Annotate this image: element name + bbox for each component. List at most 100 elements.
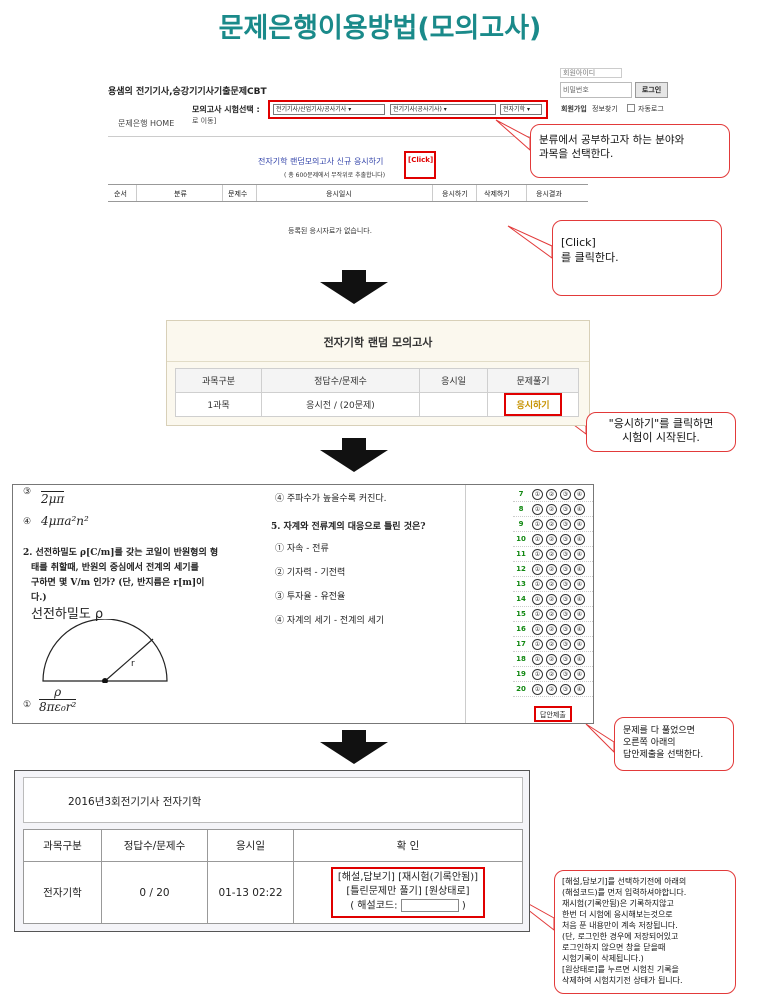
q5-option1[interactable]: ① 자속 - 전류 bbox=[275, 544, 329, 554]
option4-label[interactable]: ④ bbox=[23, 517, 32, 527]
option1-label[interactable]: ① bbox=[23, 700, 32, 710]
answer-choice[interactable]: ④ bbox=[574, 623, 585, 635]
login-button[interactable]: 로그인 bbox=[635, 82, 668, 98]
answer-choice[interactable]: ② bbox=[546, 488, 557, 500]
col-count: 문제수 bbox=[228, 190, 248, 198]
answer-choice[interactable]: ③ bbox=[560, 653, 571, 665]
click-link[interactable]: [Click] bbox=[408, 156, 434, 164]
answer-choice[interactable]: ③ bbox=[560, 488, 571, 500]
answer-choice[interactable]: ① bbox=[532, 668, 543, 680]
answer-choice[interactable]: ① bbox=[532, 503, 543, 515]
answer-choice[interactable]: ① bbox=[532, 533, 543, 545]
answer-choice[interactable]: ③ bbox=[560, 683, 571, 695]
answer-choice[interactable]: ② bbox=[546, 518, 557, 530]
user-id-field[interactable]: 회원아이디 bbox=[560, 68, 622, 78]
answer-choice[interactable]: ④ bbox=[574, 608, 585, 620]
wrong-only-reset-links[interactable]: [틀린문제만 풀기] [원상태로] bbox=[346, 886, 470, 898]
answer-choice[interactable]: ① bbox=[532, 653, 543, 665]
callout-take-exam: "응시하기"를 클릭하면 시험이 시작된다. bbox=[586, 412, 736, 452]
answer-choice[interactable]: ③ bbox=[560, 563, 571, 575]
result-actions: [해설,답보기] [재시험(기록안됨)] [틀린문제만 풀기] [원상태로] (… bbox=[330, 867, 486, 918]
answer-choice[interactable]: ② bbox=[546, 548, 557, 560]
q5-option4[interactable]: ④ 자계의 세기 - 전계의 세기 bbox=[275, 616, 385, 626]
answer-choice[interactable]: ③ bbox=[560, 578, 571, 590]
answer-choice[interactable]: ② bbox=[546, 653, 557, 665]
auto-login-checkbox[interactable] bbox=[627, 104, 635, 112]
answer-choice[interactable]: ② bbox=[546, 683, 557, 695]
category-select[interactable]: 전기기사/산업기사/공사기사 ▾ bbox=[273, 104, 385, 115]
answer-choice[interactable]: ② bbox=[546, 533, 557, 545]
answer-choice[interactable]: ① bbox=[532, 608, 543, 620]
license-select[interactable]: 전기기사(공사기사) ▾ bbox=[390, 104, 496, 115]
answer-choice[interactable]: ② bbox=[546, 503, 557, 515]
answer-choice[interactable]: ④ bbox=[574, 548, 585, 560]
code-label: ( 해설코드: bbox=[350, 900, 398, 912]
option3-label[interactable]: ③ bbox=[23, 487, 32, 497]
answer-choice[interactable]: ③ bbox=[560, 518, 571, 530]
answer-choice[interactable]: ① bbox=[532, 563, 543, 575]
answer-choice[interactable]: ④ bbox=[574, 518, 585, 530]
answer-choice[interactable]: ② bbox=[546, 578, 557, 590]
find-info-link[interactable]: 정보찾기 bbox=[592, 105, 618, 113]
home-link[interactable]: 문제은행 HOME bbox=[118, 119, 175, 128]
figure-label: 선전하밀도 ρ bbox=[31, 607, 104, 622]
answer-choice[interactable]: ④ bbox=[574, 533, 585, 545]
answer-choice[interactable]: ④ bbox=[574, 488, 585, 500]
view-answers-retake-links[interactable]: [해설,답보기] [재시험(기록안됨)] bbox=[337, 872, 479, 884]
answer-number: 7 bbox=[518, 490, 524, 498]
answer-choice[interactable]: ③ bbox=[560, 608, 571, 620]
prev-question-option4[interactable]: ④ 주파수가 높을수록 커진다. bbox=[275, 494, 387, 504]
answer-choice[interactable]: ④ bbox=[574, 503, 585, 515]
answer-choice[interactable]: ④ bbox=[574, 563, 585, 575]
q5-option3[interactable]: ③ 투자율 - 유전율 bbox=[275, 592, 346, 602]
col-date: 응시일 bbox=[207, 829, 294, 862]
take-exam-button[interactable]: 응시하기 bbox=[504, 393, 562, 416]
answer-choice[interactable]: ③ bbox=[560, 503, 571, 515]
answer-choice[interactable]: ① bbox=[532, 623, 543, 635]
answer-choice[interactable]: ③ bbox=[560, 623, 571, 635]
option3-formula: 2μπ bbox=[41, 485, 65, 506]
q5-option2[interactable]: ② 기자력 - 기전력 bbox=[275, 568, 346, 578]
answer-choice[interactable]: ③ bbox=[560, 593, 571, 605]
answer-choice[interactable]: ① bbox=[532, 578, 543, 590]
answer-choice[interactable]: ② bbox=[546, 608, 557, 620]
answer-choice[interactable]: ① bbox=[532, 518, 543, 530]
callout-submit: 문제를 다 풀었으면 오른쪽 아래의 답안제출을 선택한다. bbox=[614, 717, 734, 771]
answer-choice[interactable]: ③ bbox=[560, 548, 571, 560]
answer-choice[interactable]: ② bbox=[546, 563, 557, 575]
join-link[interactable]: 회원가입 bbox=[561, 105, 587, 113]
password-field[interactable]: 비밀번호 bbox=[560, 82, 632, 98]
divider bbox=[108, 136, 588, 137]
answer-choice[interactable]: ① bbox=[532, 638, 543, 650]
answer-choice[interactable]: ④ bbox=[574, 593, 585, 605]
answer-choice[interactable]: ① bbox=[532, 488, 543, 500]
answer-choice[interactable]: ② bbox=[546, 638, 557, 650]
answer-choice[interactable]: ④ bbox=[574, 578, 585, 590]
answer-choice[interactable]: ② bbox=[546, 593, 557, 605]
answer-choice[interactable]: ④ bbox=[574, 668, 585, 680]
semicircle-figure bbox=[42, 619, 168, 683]
answer-choice[interactable]: ② bbox=[546, 668, 557, 680]
answer-choice[interactable]: ③ bbox=[560, 668, 571, 680]
random-exam-title: 전자기학 랜덤 모의고사 bbox=[323, 336, 433, 349]
answer-choice[interactable]: ④ bbox=[574, 683, 585, 695]
answer-choice[interactable]: ① bbox=[532, 683, 543, 695]
answer-choice[interactable]: ③ bbox=[560, 533, 571, 545]
answer-choice[interactable]: ① bbox=[532, 548, 543, 560]
start-new-exam-link[interactable]: 전자기학 랜덤모의고사 신규 응시하기 bbox=[258, 157, 384, 166]
answer-choice[interactable]: ③ bbox=[560, 638, 571, 650]
answer-choice[interactable]: ④ bbox=[574, 638, 585, 650]
down-arrow-icon bbox=[320, 270, 388, 304]
answer-choice[interactable]: ② bbox=[546, 623, 557, 635]
explanation-code-input[interactable] bbox=[400, 899, 459, 913]
answer-choice[interactable]: ④ bbox=[574, 653, 585, 665]
answer-choice[interactable]: ① bbox=[532, 593, 543, 605]
subject-select[interactable]: 전자기학 ▾ bbox=[500, 104, 542, 115]
submit-answers-button[interactable]: 답안제출 bbox=[534, 706, 572, 722]
answer-number: 9 bbox=[518, 520, 524, 528]
